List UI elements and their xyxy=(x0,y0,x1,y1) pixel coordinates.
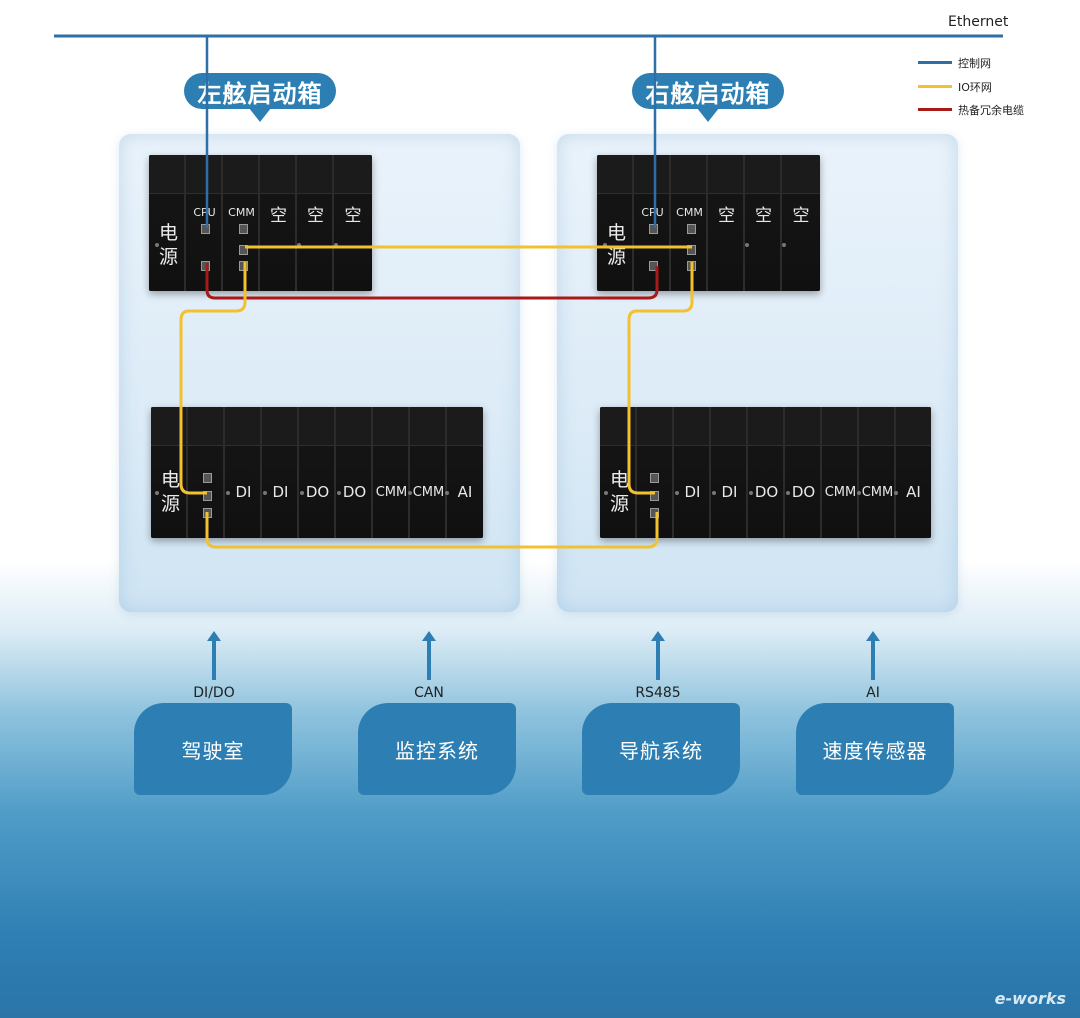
left-io-rack: 电 源 DI DI DO DO CMM CMM AI xyxy=(151,407,483,538)
right-io-slot-ai: AI xyxy=(906,483,921,501)
arrow-up-icon xyxy=(422,631,436,641)
arrow-up-icon xyxy=(207,631,221,641)
right-io-rack: 电 源 DI DI DO DO CMM CMM AI xyxy=(600,407,931,538)
port xyxy=(203,508,212,518)
port xyxy=(649,261,658,271)
ethernet-label: Ethernet xyxy=(948,14,1009,30)
psu-char-2: 源 xyxy=(161,493,181,515)
port xyxy=(649,224,658,234)
legend-label-redundant: 热备冗余电缆 xyxy=(958,104,1024,117)
system-speed-sensor: 速度传感器 xyxy=(796,703,954,795)
arrow-shaft xyxy=(427,640,431,680)
arrow-up-icon xyxy=(651,631,665,641)
psu-char-2: 源 xyxy=(610,493,630,515)
right-io-slot-di-2: DI xyxy=(721,483,738,501)
left-title-pointer xyxy=(249,108,271,122)
right-io-slot-di-1: DI xyxy=(684,483,701,501)
system-bridge: 驾驶室 xyxy=(134,703,292,795)
right-io-slot-cmm-1: CMM xyxy=(824,485,857,500)
psu-char-2: 源 xyxy=(159,246,179,268)
arrow-shaft xyxy=(656,640,660,680)
right-io-slot-cmm-2: CMM xyxy=(861,485,894,500)
arrow-shaft xyxy=(212,640,216,680)
right-io-slot-do-1: DO xyxy=(754,483,779,501)
watermark-logo: e-works xyxy=(994,989,1066,1008)
right-ctrl-slot-empty-1: 空 xyxy=(718,206,735,226)
system-monitoring: 监控系统 xyxy=(358,703,516,795)
left-io-slot-cmm-2: CMM xyxy=(412,485,445,500)
port xyxy=(687,224,696,234)
port xyxy=(239,261,248,271)
left-box-title: 左舷启动箱 xyxy=(184,73,336,109)
arrow-up-icon xyxy=(866,631,880,641)
legend-label-io-ring: IO环网 xyxy=(958,81,992,94)
right-box-title: 右舷启动箱 xyxy=(632,73,784,109)
left-io-slot-do-1: DO xyxy=(305,483,330,501)
psu-char-1: 电 xyxy=(610,469,630,491)
port xyxy=(687,261,696,271)
port xyxy=(650,508,659,518)
port xyxy=(239,245,248,255)
left-io-slot-di-2: DI xyxy=(272,483,289,501)
psu-char-1: 电 xyxy=(607,222,627,244)
left-io-slot-ai: AI xyxy=(457,483,473,501)
left-ctrl-psu-label: 电 源 xyxy=(159,221,178,269)
right-ctrl-slot-empty-3: 空 xyxy=(792,206,810,226)
arrow-shaft xyxy=(871,640,875,680)
port xyxy=(650,473,659,483)
left-ctrl-slot-cpu: CPU xyxy=(193,206,216,219)
right-ctrl-psu-label: 电 源 xyxy=(607,221,626,269)
left-io-slot-cmm-1: CMM xyxy=(375,485,408,500)
left-io-slot-do-2: DO xyxy=(342,483,367,501)
port xyxy=(201,261,210,271)
psu-char-1: 电 xyxy=(159,222,179,244)
signal-label-ai: AI xyxy=(866,685,880,701)
system-navigation: 导航系统 xyxy=(582,703,740,795)
right-ctrl-slot-cmm: CMM xyxy=(676,206,703,219)
legend-swatch-io-ring xyxy=(918,85,952,88)
psu-char-2: 源 xyxy=(607,246,627,268)
left-io-slot-di-1: DI xyxy=(235,483,252,501)
port xyxy=(687,245,696,255)
left-ctrl-slot-empty-2: 空 xyxy=(307,206,324,226)
left-ctrl-slot-empty-3: 空 xyxy=(344,206,362,226)
right-io-slot-do-2: DO xyxy=(791,483,816,501)
port xyxy=(203,491,212,501)
legend-swatch-control-net xyxy=(918,61,952,64)
right-controller-rack: 电 源 CPU CMM 空 空 空 xyxy=(597,155,820,291)
port xyxy=(203,473,212,483)
signal-label-rs485: RS485 xyxy=(635,685,681,701)
left-controller-rack: 电 源 CPU CMM 空 空 空 xyxy=(149,155,372,291)
legend-swatch-redundant xyxy=(918,108,952,111)
left-io-psu-label: 电 源 xyxy=(161,468,180,516)
right-title-pointer xyxy=(697,108,719,122)
left-ctrl-slot-cmm: CMM xyxy=(228,206,255,219)
port xyxy=(201,224,210,234)
port xyxy=(239,224,248,234)
port xyxy=(650,491,659,501)
signal-label-can: CAN xyxy=(414,685,444,701)
left-ctrl-slot-empty-1: 空 xyxy=(270,206,287,226)
signal-label-dido: DI/DO xyxy=(193,685,235,701)
right-io-psu-label: 电 源 xyxy=(610,468,629,516)
right-ctrl-slot-empty-2: 空 xyxy=(755,206,772,226)
psu-char-1: 电 xyxy=(161,469,181,491)
legend-label-control-net: 控制网 xyxy=(958,57,991,70)
right-ctrl-slot-cpu: CPU xyxy=(641,206,664,219)
